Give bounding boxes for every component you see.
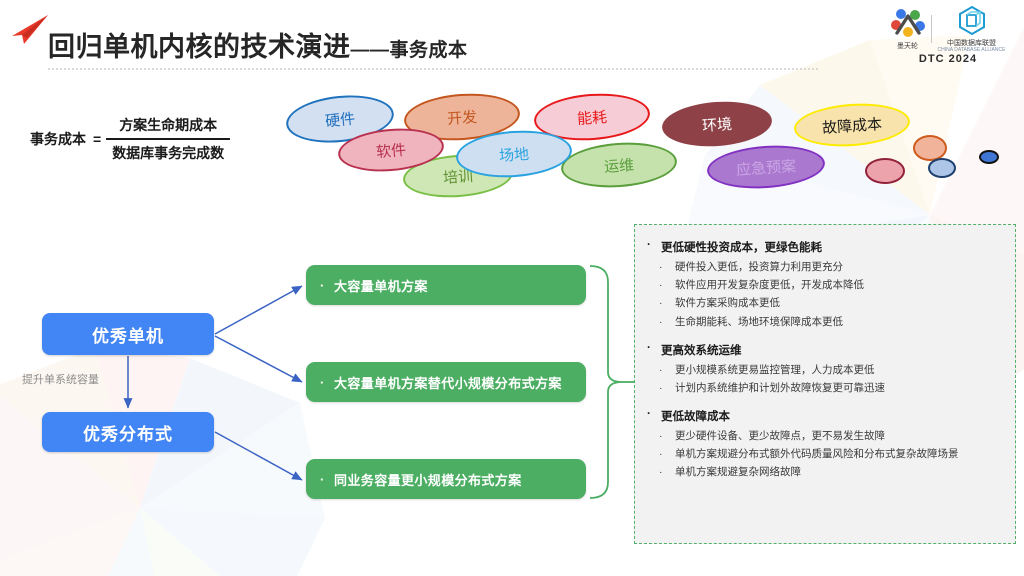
brand-logo-block: 墨天轮 中国数据库联盟 CHINA DATABASE ALLIANCE DTC … [888, 5, 1008, 74]
cost-bubble: 运维 [559, 139, 679, 191]
decorative-bubble [865, 158, 905, 184]
title-divider [48, 68, 818, 70]
cda-logo-text: 中国数据库联盟 [947, 39, 996, 47]
formula-equals-sign: = [93, 131, 102, 147]
modb-mark-icon [890, 8, 925, 37]
benefit-item-text: 更少硬件设备、更少故障点，更不易发生故障 [675, 430, 885, 443]
formula-fraction: 方案生命期成本 数据库事务完成数 [106, 115, 231, 163]
bullet-icon: · [659, 363, 663, 376]
formula-left-term: 事务成本 [30, 131, 86, 147]
benefit-list-item: · 硬件投入更低，投资算力利用更充分 [647, 260, 1005, 274]
benefit-list-item: · 生命期能耗、场地环境保障成本更低 [647, 315, 1005, 329]
capability-box[interactable]: 优秀单机 [42, 313, 214, 355]
benefit-list-item: · 软件方案采购成本更低 [647, 296, 1005, 310]
solution-box[interactable]: · 大容量单机方案替代小规模分布式方案 [306, 362, 586, 402]
benefits-panel: · 更低硬性投资成本，更绿色能耗 · 硬件投入更低，投资算力利用更充分 · 软件应用开发复… [634, 224, 1016, 544]
cda-logo: 中国数据库联盟 CHINA DATABASE ALLIANCE [937, 5, 1006, 53]
benefit-section-heading: · 更低故障成本 [647, 408, 1005, 424]
benefit-list-item: · 更少硬件设备、更少故障点，更不易发生故障 [647, 429, 1005, 443]
connector-distributed-to-plan3 [214, 431, 303, 481]
benefit-item-text: 生命期能耗、场地环境保障成本更低 [675, 315, 843, 328]
benefit-item-text: 更小规模系统更易监控管理，人力成本更低 [675, 363, 875, 376]
paper-plane-icon [12, 15, 48, 44]
benefit-heading-text: 更低故障成本 [661, 411, 730, 424]
benefit-item-text: 计划内系统维护和计划外故障恢复更可靠迅速 [675, 381, 885, 394]
transaction-cost-formula: 事务成本 = 方案生命期成本 数据库事务完成数 [30, 104, 298, 174]
benefit-section: · 更低硬性投资成本，更绿色能耗 · 硬件投入更低，投资算力利用更充分 · 软件应用开发复… [647, 239, 1005, 329]
bullet-icon: · [647, 341, 651, 354]
cost-bubble-label: 应急预案 [735, 157, 797, 179]
capability-box-label: 优秀单机 [92, 326, 164, 346]
benefit-item-text: 单机方案规避分布式额外代码质量风险和分布式复杂故障场景 [675, 448, 959, 461]
benefit-item-text: 软件应用开发复杂度更低，开发成本降低 [675, 279, 864, 292]
benefit-list-item: · 单机方案规避分布式额外代码质量风险和分布式复杂故障场景 [647, 447, 1005, 461]
solution-box[interactable]: · 同业务容量更小规模分布式方案 [306, 459, 586, 499]
decorative-bubble [913, 135, 947, 161]
decorative-bubble [928, 158, 956, 178]
cost-bubble-label: 软件 [375, 141, 407, 161]
formula-denominator: 数据库事务完成数 [112, 145, 225, 161]
bullet-icon: · [320, 277, 325, 293]
bullet-icon: · [320, 374, 325, 390]
bullet-icon: · [659, 261, 663, 273]
modb-logo-text: 墨天轮 [897, 42, 919, 50]
bullet-icon: · [659, 466, 663, 479]
cube-hexagon-icon [958, 5, 985, 36]
solution-box-label: 同业务容量更小规模分布式方案 [334, 472, 522, 488]
decorative-bubble [979, 150, 999, 164]
page-title: 回归单机内核的技术演进——事务成本 [48, 25, 468, 64]
bullet-icon: · [659, 297, 663, 310]
cost-bubble: 环境 [660, 98, 774, 150]
bullet-icon: · [647, 239, 651, 251]
connector-single-to-plan2 [214, 335, 303, 383]
capability-box[interactable]: 优秀分布式 [42, 412, 214, 452]
event-name: DTC 2024 [918, 53, 978, 65]
bullet-icon: · [320, 471, 325, 487]
benefit-item-text: 单机方案规避复杂网络故障 [675, 466, 801, 479]
cda-logo-subtext: CHINA DATABASE ALLIANCE [937, 46, 1006, 53]
logo-separator [930, 15, 932, 43]
cost-bubble-label: 开发 [446, 108, 478, 128]
cost-bubble-label: 能耗 [576, 108, 608, 128]
solution-box-label: 大容量单机方案替代小规模分布式方案 [334, 375, 562, 391]
page-title-main: 回归单机内核的技术演进 [48, 32, 351, 62]
benefit-section: · 更低故障成本 · 更少硬件设备、更少故障点，更不易发生故障 · 单机方案规避分布式额外… [647, 408, 1005, 480]
benefit-heading-text: 更低硬性投资成本，更绿色能耗 [661, 242, 822, 254]
benefit-item-text: 硬件投入更低，投资算力利用更充分 [675, 261, 843, 273]
cost-bubble: 应急预案 [705, 141, 827, 193]
formula-numerator: 方案生命期成本 [119, 117, 218, 133]
benefit-heading-text: 更高效系统运维 [661, 344, 742, 357]
bullet-icon: · [659, 448, 663, 461]
cost-bubble-label: 运维 [603, 156, 635, 176]
benefit-list-item: · 更小规模系统更易监控管理，人力成本更低 [647, 363, 1005, 377]
bullet-icon: · [659, 381, 663, 394]
bullet-icon: · [659, 430, 663, 443]
bullet-icon: · [659, 315, 663, 328]
cost-bubble-label: 故障成本 [821, 115, 883, 137]
bullet-icon: · [647, 408, 651, 421]
solution-box[interactable]: · 大容量单机方案 [306, 265, 586, 305]
cost-bubble-label: 场地 [498, 145, 530, 165]
cost-bubble-label: 硬件 [324, 109, 356, 131]
benefit-section-heading: · 更低硬性投资成本，更绿色能耗 [647, 239, 1005, 255]
benefit-list-item: · 单机方案规避复杂网络故障 [647, 465, 1005, 479]
benefit-list-item: · 软件应用开发复杂度更低，开发成本降低 [647, 278, 1005, 292]
solution-box-label: 大容量单机方案 [334, 278, 428, 294]
flow-edge-label: 提升单系统容量 [22, 374, 99, 386]
formula-fraction-bar [106, 138, 231, 140]
benefit-item-text: 软件方案采购成本更低 [675, 297, 780, 310]
page-title-sub: ——事务成本 [350, 40, 468, 61]
benefit-section-heading: · 更高效系统运维 [647, 342, 1005, 358]
benefit-list-item: · 计划内系统维护和计划外故障恢复更可靠迅速 [647, 381, 1005, 395]
slide-header: 回归单机内核的技术演进——事务成本 墨天轮 [0, 0, 1024, 80]
cost-bubble: 故障成本 [792, 100, 912, 150]
capability-box-label: 优秀分布式 [83, 424, 173, 444]
bullet-icon: · [659, 279, 663, 292]
benefit-section: · 更高效系统运维 · 更小规模系统更易监控管理，人力成本更低 · 计划内系统维护和计划外… [647, 342, 1005, 395]
connector-single-to-plan1 [214, 285, 303, 335]
green-brace [589, 265, 623, 499]
cost-bubble-label: 环境 [701, 115, 733, 135]
modb-logo: 墨天轮 [890, 8, 925, 51]
